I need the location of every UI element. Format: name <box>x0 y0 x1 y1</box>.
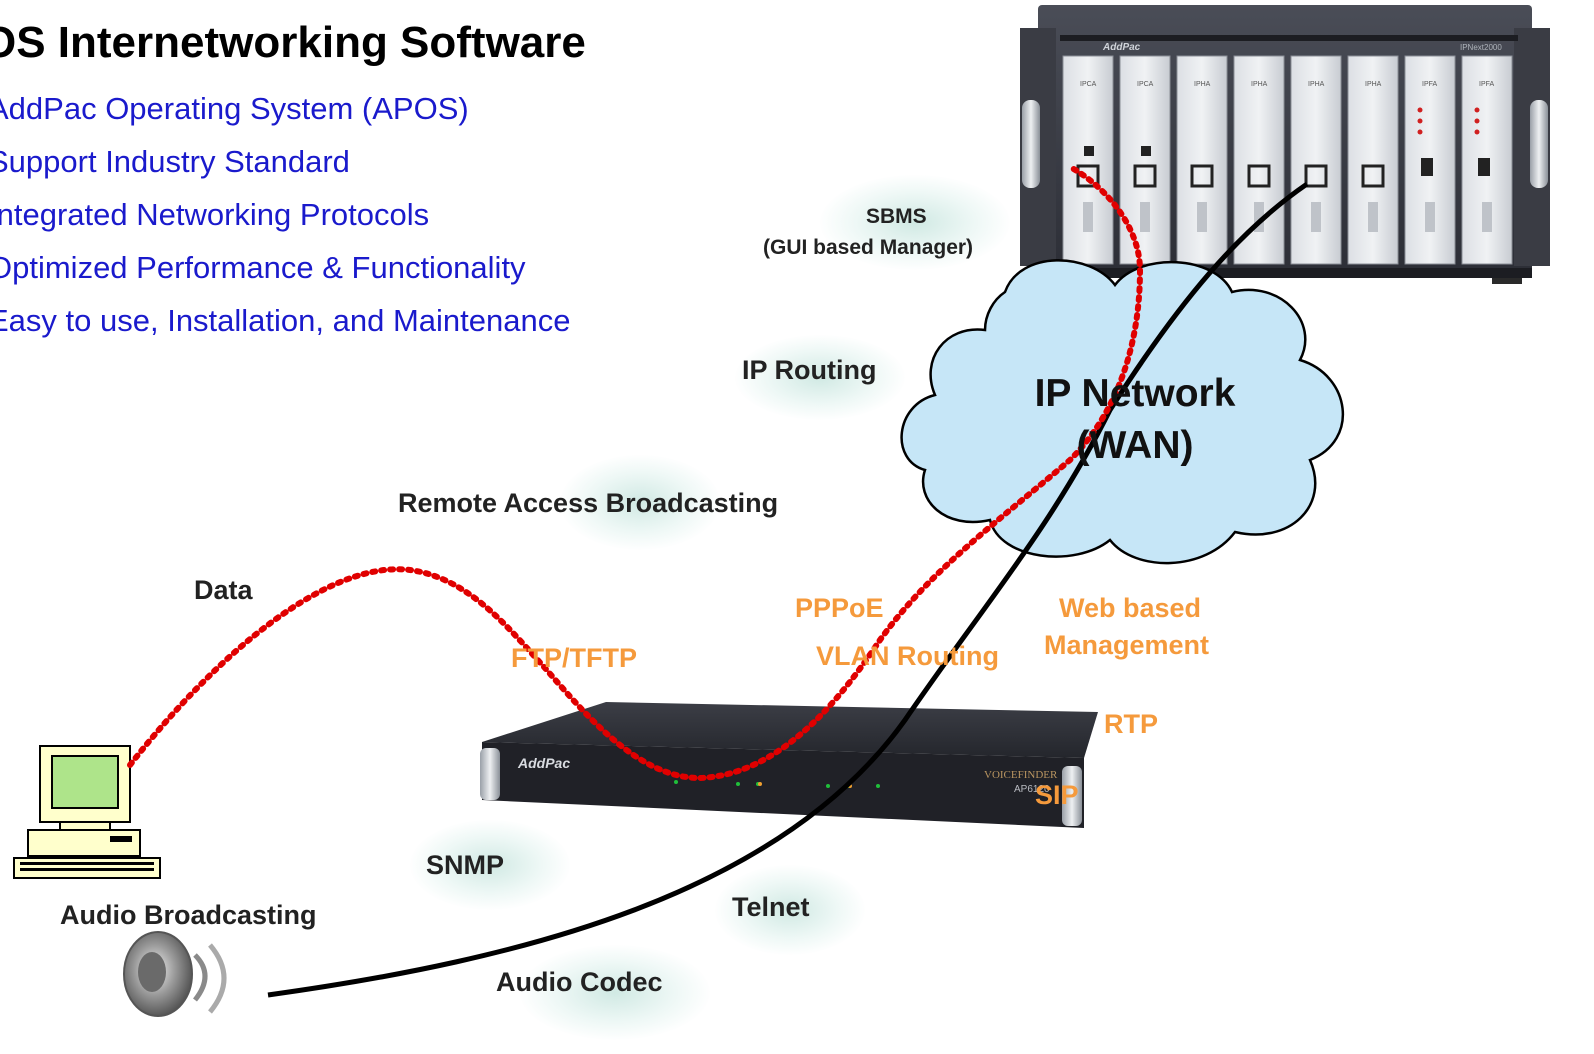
audio-broadcasting-label: Audio Broadcasting <box>60 900 317 930</box>
slot-label: IPCA <box>1137 81 1154 88</box>
chassis-model: IPNext2000 <box>1460 43 1502 52</box>
label-glow <box>410 820 570 910</box>
speaker-icon <box>123 931 227 1017</box>
chassis-device: AddPac IPNext2000 IPCA IPCA IPHA IPHA IP… <box>1020 5 1550 284</box>
label-glow <box>560 455 720 550</box>
snmp-label: SNMP <box>426 850 505 880</box>
sbms-sub-label: (GUI based Manager) <box>763 236 974 259</box>
feature-item: Optimized Performance & Functionality <box>0 250 526 285</box>
feature-item: Support Industry Standard <box>0 144 350 179</box>
cloud-label-line1: IP Network <box>1034 372 1236 415</box>
feature-list: AddPac Operating System (APOS) Support I… <box>0 82 570 347</box>
slot-label: IPHA <box>1365 81 1382 88</box>
remote-access-label: Remote Access Broadcasting <box>398 488 779 518</box>
web-management-label-line2: Management <box>1044 630 1210 660</box>
pc-icon <box>13 745 161 879</box>
gateway-device: AddPac VOICEFINDER AP6120 <box>480 702 1098 828</box>
slot-label: IPCA <box>1080 81 1097 88</box>
telnet-label: Telnet <box>732 892 810 922</box>
sbms-label: SBMS <box>866 205 927 228</box>
gateway-brand: AddPac <box>517 755 570 771</box>
slot-label: IPFA <box>1479 81 1495 88</box>
label-glow <box>820 175 1010 270</box>
pppoe-label: PPPoE <box>795 593 884 623</box>
feature-item: AddPac Operating System (APOS) <box>0 91 469 126</box>
vlan-routing-label: VLAN Routing <box>816 641 999 671</box>
label-glow <box>715 865 865 955</box>
feature-item: Easy to use, Installation, and Maintenan… <box>0 303 571 338</box>
web-management-label-line1: Web based <box>1059 593 1202 623</box>
label-glow <box>735 335 905 420</box>
slot-label: IPHA <box>1308 81 1325 88</box>
cloud-label: IP Network (WAN) <box>985 368 1285 472</box>
ftp-tftp-label: FTP/TFTP <box>511 643 637 673</box>
slide-title: OS Internetworking Software <box>0 18 586 67</box>
slot-label: IPFA <box>1422 81 1438 88</box>
gateway-model: AP6120 <box>1014 784 1050 795</box>
voice-path <box>267 181 1309 998</box>
cloud-label-line2: (WAN) <box>1076 424 1194 467</box>
data-label: Data <box>194 575 253 605</box>
chassis-brand: AddPac <box>1102 42 1141 53</box>
label-glow <box>520 945 710 1040</box>
rtp-label: RTP <box>1104 709 1158 739</box>
sip-label: SIP <box>1035 780 1079 810</box>
audio-codec-label: Audio Codec <box>496 967 663 997</box>
ip-routing-label: IP Routing <box>742 355 877 385</box>
slot-label: IPHA <box>1251 81 1268 88</box>
gateway-product: VOICEFINDER <box>984 769 1058 781</box>
feature-item: Integrated Networking Protocols <box>0 197 430 232</box>
ip-network-cloud <box>900 259 1345 565</box>
data-path <box>127 165 1144 782</box>
slot-label: IPHA <box>1194 81 1211 88</box>
